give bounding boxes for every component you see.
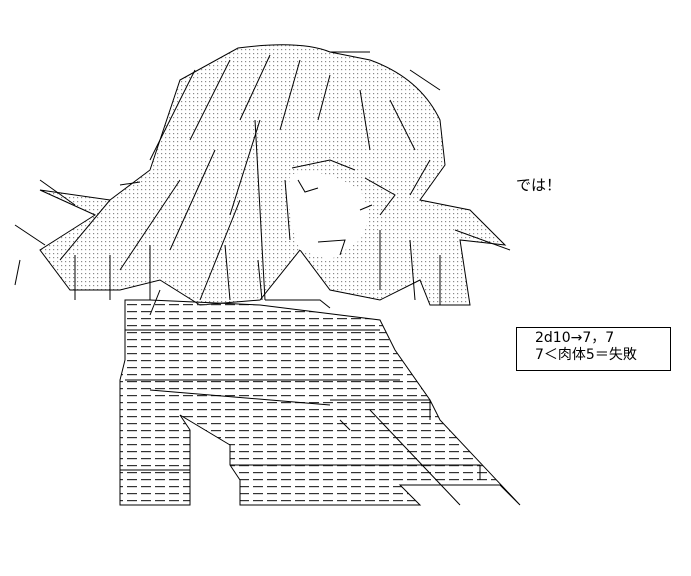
dice-outcome-text: 7＜肉体5＝失敗 bbox=[535, 347, 637, 363]
hair bbox=[14, 44, 511, 306]
speech-text: では！ bbox=[516, 176, 562, 194]
face bbox=[288, 159, 396, 260]
dice-roll-text: 2d10→7，7 bbox=[535, 330, 615, 346]
dice-result-box: 2d10→7，7 7＜肉体5＝失敗 bbox=[516, 327, 671, 371]
body bbox=[119, 289, 521, 506]
